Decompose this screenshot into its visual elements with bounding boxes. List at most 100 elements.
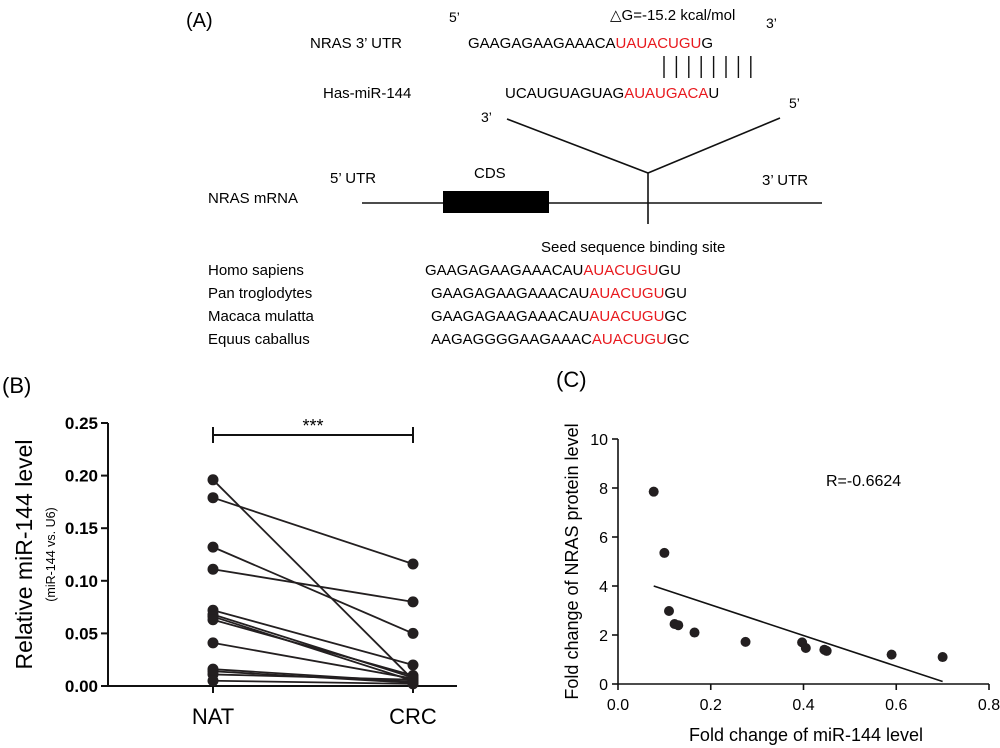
crc-point (407, 627, 419, 639)
y-axis-label: Fold change of NRAS protein level (562, 423, 582, 699)
mir-seq-seed: AUAUGACA (624, 85, 708, 102)
x-tick-label: NAT (192, 704, 234, 729)
scatter-point (800, 642, 811, 653)
pair-line (212, 615, 414, 682)
x-tick-label: 0.6 (885, 697, 907, 714)
base-pairing-bars (663, 56, 752, 78)
x-tick-label: 0.0 (607, 697, 629, 714)
y-tick-label: 0.00 (65, 677, 98, 696)
y-tick-label: 0.20 (65, 467, 98, 486)
nras-utr-sequence: GAAGAGAAGAAACAUAUACUGUG (468, 35, 713, 52)
panel-a-label: (A) (186, 10, 213, 32)
nras-utr-label: NRAS 3’ UTR (310, 35, 402, 52)
x-tick-label: 0.8 (978, 697, 1000, 714)
crc-point (407, 678, 419, 690)
pair-line (212, 479, 414, 681)
zoom-line-right (647, 117, 781, 174)
y-tick-label: 2 (599, 628, 608, 645)
nat-point (207, 637, 219, 649)
y-tick-label: 0 (599, 677, 608, 694)
x-tick-label: 0.4 (792, 697, 814, 714)
pair-line (212, 496, 414, 565)
seq-tail: GU (658, 262, 681, 279)
seq-seed: AUACUGU (589, 308, 664, 325)
scatter-point (937, 652, 948, 663)
y-tick-label: 10 (590, 432, 608, 449)
seq-seed: AUACUGU (592, 331, 667, 348)
x-axis-label: Fold change of miR-144 level (689, 725, 923, 745)
nat-point (207, 563, 219, 575)
three-prime-top: 3’ (766, 15, 777, 31)
cds-block (443, 191, 549, 213)
seq-tail: GC (667, 331, 690, 348)
significance-stars: *** (302, 416, 323, 436)
pair-line (212, 568, 414, 603)
species-name: Equus caballus (208, 331, 310, 348)
five-prime-bottom: 5’ (789, 95, 800, 111)
mrna-label: NRAS mRNA (208, 190, 298, 207)
pair-line (212, 613, 414, 679)
nras-seq-black: GAAGAGAAGAAACA (468, 35, 616, 52)
pair-line (212, 546, 414, 635)
pair-line (212, 673, 414, 681)
scatter-point (673, 620, 684, 631)
panel-b-label: (B) (2, 373, 31, 398)
y-tick-label: 8 (599, 481, 608, 498)
scatter-point (689, 627, 700, 638)
scatter-point (664, 605, 675, 616)
y-axis-label: Relative miR-144 level (11, 439, 37, 669)
cds-label: CDS (474, 165, 506, 182)
crc-point (407, 659, 419, 671)
nat-point (207, 541, 219, 553)
regression-line (653, 585, 943, 683)
nat-point (207, 614, 219, 626)
five-utr-label: 5’ UTR (330, 170, 376, 187)
species-sequence: GAAGAGAAGAAACAUAUACUGUGC (431, 308, 687, 325)
pair-line (212, 609, 414, 666)
scatter-point (659, 547, 670, 558)
correlation-label: R=-0.6624 (826, 473, 901, 490)
panel-c-label: (C) (556, 367, 587, 392)
seq-tail: GC (664, 308, 687, 325)
five-prime-top: 5’ (449, 9, 460, 25)
species-sequence: AAGAGGGGAAGAAACAUACUGUGC (431, 331, 690, 348)
species-alignment: Homo sapiens GAAGAGAAGAAACAUAUACUGUGU Pa… (208, 262, 690, 348)
nras-seq-tail: G (701, 35, 713, 52)
pair-line (212, 641, 414, 680)
species-name: Homo sapiens (208, 262, 304, 279)
scatter-point (740, 636, 751, 647)
species-sequence: GAAGAGAAGAAACAUAUACUGUGU (431, 285, 687, 302)
x-tick-label: 0.2 (700, 697, 722, 714)
species-name: Macaca mulatta (208, 308, 315, 325)
three-prime-bottom: 3’ (481, 109, 492, 125)
mir-label: Has-miR-144 (323, 85, 411, 102)
seq-seed: AUACUGU (583, 262, 658, 279)
nat-point (207, 492, 219, 504)
y-tick-label: 0.25 (65, 414, 98, 433)
y-tick-label: 6 (599, 530, 608, 547)
seq-seed: AUACUGU (589, 285, 664, 302)
species-sequence: GAAGAGAAGAAACAUAUACUGUGU (425, 262, 681, 279)
scatter-point (886, 649, 897, 660)
mir-seq-black: UCAUGUAGUAG (505, 85, 624, 102)
y-tick-label: 0.05 (65, 624, 98, 643)
seed-binding-label: Seed sequence binding site (541, 239, 725, 256)
pair-line (212, 679, 414, 685)
nat-point (207, 474, 219, 486)
species-name: Pan troglodytes (208, 285, 312, 302)
crc-point (407, 596, 419, 608)
seq-tail: GU (664, 285, 687, 302)
seq-black: GAAGAGAAGAAACAU (431, 285, 589, 302)
mir-seq-tail: U (708, 85, 719, 102)
y-axis-sublabel: (miR-144 vs. U6) (44, 507, 58, 601)
delta-g-label: △G=-15.2 kcal/mol (610, 7, 735, 24)
three-utr-label: 3’ UTR (762, 172, 808, 189)
seq-black: GAAGAGAAGAAACAU (431, 308, 589, 325)
y-tick-label: 0.15 (65, 519, 98, 538)
scatter-point (821, 645, 832, 656)
